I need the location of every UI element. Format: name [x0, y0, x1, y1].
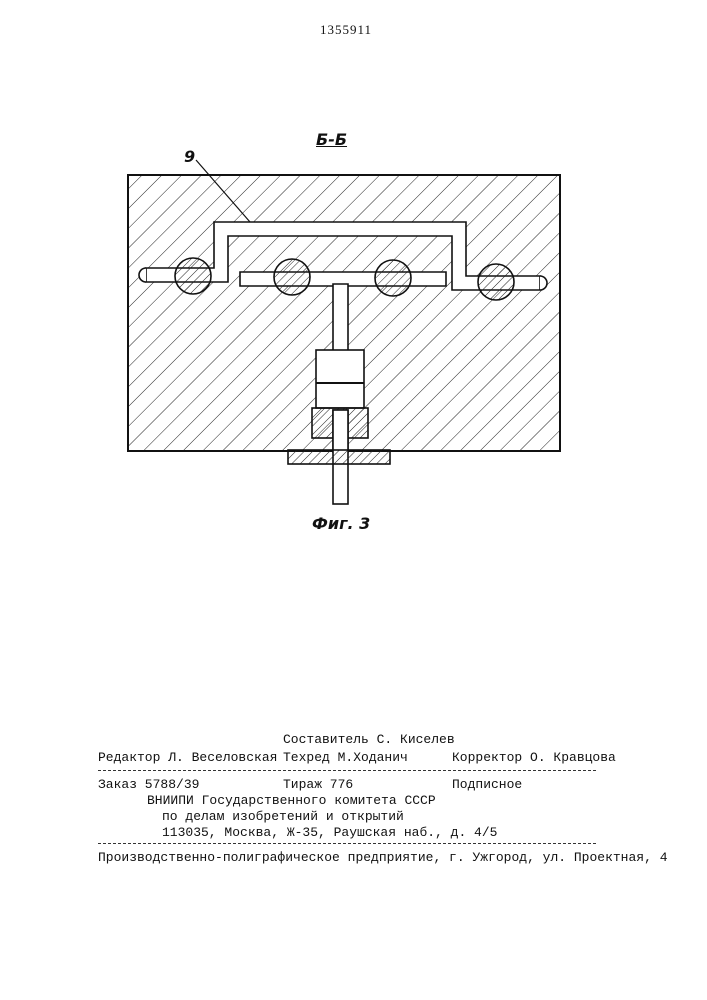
- subscription-line: Подписное: [452, 777, 522, 792]
- technical-drawing: 9: [0, 0, 707, 560]
- techred-line: Техред М.Ходанич: [283, 750, 408, 765]
- circulation-line: Тираж 776: [283, 777, 353, 792]
- compiler-line: Составитель С. Киселев: [283, 732, 455, 747]
- divider-2: [98, 843, 596, 844]
- divider-1: [98, 770, 596, 771]
- ball-4: [478, 264, 514, 300]
- order-line: Заказ 5788/39: [98, 777, 199, 792]
- corrector-line: Корректор О. Кравцова: [452, 750, 616, 765]
- callout-number: 9: [184, 147, 195, 166]
- ball-1: [175, 258, 211, 294]
- figure-caption: Фиг. 3: [312, 514, 370, 533]
- editor-line: Редактор Л. Веселовская: [98, 750, 277, 765]
- org-line-3: 113035, Москва, Ж-35, Раушская наб., д. …: [162, 825, 497, 840]
- org-line-2: по делам изобретений и открытий: [162, 809, 404, 824]
- printer-line: Производственно-полиграфическое предприя…: [98, 850, 668, 865]
- ball-3: [375, 260, 411, 296]
- org-line-1: ВНИИПИ Государственного комитета СССР: [147, 793, 436, 808]
- ball-2: [274, 259, 310, 295]
